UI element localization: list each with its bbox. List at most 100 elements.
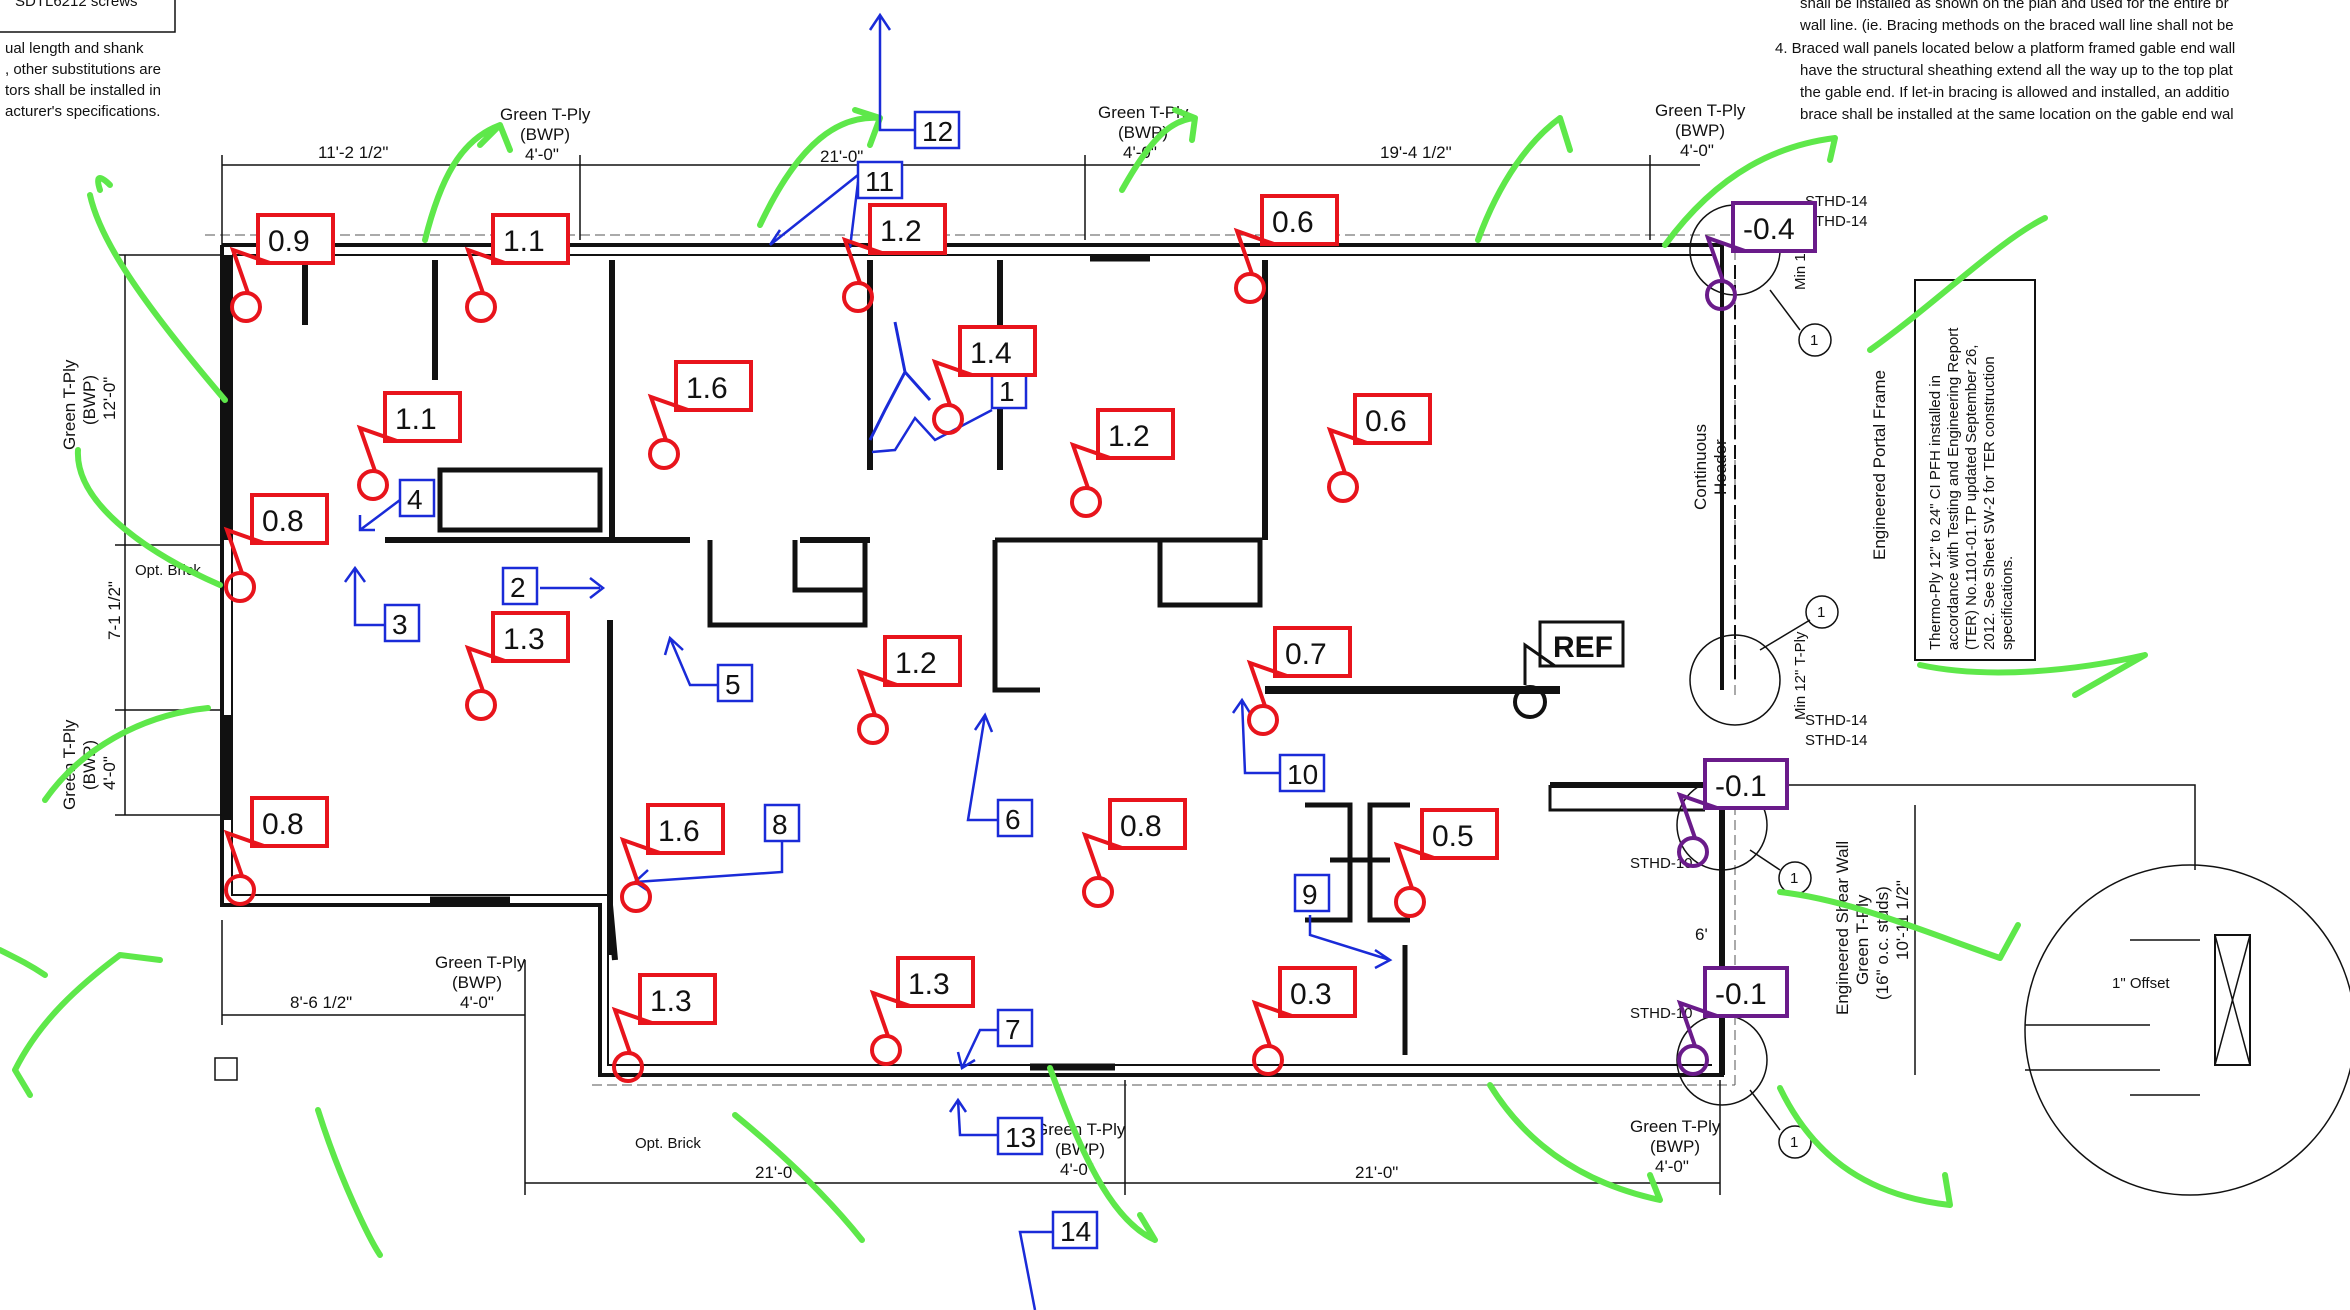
dim-top-mid: 21'-0" <box>820 147 863 166</box>
sthd10-label: STHD-10 <box>1630 1005 1693 1022</box>
thermo-line: specifications. <box>1999 556 2016 650</box>
red-value-tag: 1.2 <box>856 635 962 745</box>
ref-label: REF <box>1553 631 1613 664</box>
blue-number: 4 <box>407 484 423 515</box>
red-value-tag-value: 0.3 <box>1290 978 1332 1011</box>
note-line: 4. Braced wall panels located below a pl… <box>1775 40 2235 57</box>
purple-value-tag: -0.4 <box>1704 201 1817 311</box>
red-value-tag: 1.6 <box>647 360 753 470</box>
red-value-tag-value: 1.3 <box>908 968 950 1001</box>
blue-number: 8 <box>772 809 788 840</box>
dim-right-6: 6' <box>1695 925 1708 944</box>
ref-tag: REF <box>1513 620 1625 719</box>
notes-top-left: SDTL6212 screws ual length and shank , o… <box>0 0 176 120</box>
blue-number-box: 7 <box>956 1008 1034 1070</box>
green-stroke <box>1867 215 2048 353</box>
gtp-line: Green T-Ply <box>60 719 79 810</box>
blue-number: 7 <box>1005 1014 1021 1045</box>
detail-callout-labels: 1 1 1 1 1" Offset <box>1790 332 2170 1151</box>
gtp-line: 4'-0" <box>1655 1157 1689 1176</box>
green-stroke <box>1777 1085 1953 1208</box>
red-value-tag: 0.8 <box>1081 798 1187 908</box>
gtp-line: 4'-0" <box>460 993 494 1012</box>
gtp-left1: Green T-Ply (BWP) 12'-0" <box>60 359 119 450</box>
sthd10-label: STHD-10 <box>1630 855 1693 872</box>
blue-number: 12 <box>922 116 953 147</box>
gtp-line: (BWP) <box>520 125 570 144</box>
detail-callouts <box>1630 204 2350 1196</box>
gtp-line: (BWP) <box>1675 121 1725 140</box>
blue-squiggle <box>868 321 932 441</box>
dim-top-right: 19'-4 1/2" <box>1380 143 1452 162</box>
gtp-line: (BWP) <box>80 375 99 425</box>
gtp-top1: Green T-Ply (BWP) 4'-0" <box>500 105 591 164</box>
red-value-tag-value: 1.1 <box>503 225 545 258</box>
blue-number: 9 <box>1302 879 1318 910</box>
blue-number-box: 2 <box>501 566 606 606</box>
gtp-line: Green T-Ply <box>435 953 526 972</box>
red-value-tag: 1.3 <box>464 611 570 721</box>
sthd14-label: STHD-14 <box>1805 193 1868 210</box>
green-stroke <box>1917 652 2148 698</box>
shear-line: Engineered Shear Wall <box>1833 841 1852 1015</box>
gtp-bottom3: Green T-Ply (BWP) 4'-0" <box>1630 1117 1721 1176</box>
note-line: SDTL6212 screws <box>15 0 138 10</box>
red-value-tag-value: 0.6 <box>1365 405 1407 438</box>
offset-label: 1" Offset <box>2112 975 2170 992</box>
purple-value-tag-value: -0.1 <box>1715 978 1767 1011</box>
blue-number: 11 <box>865 166 894 197</box>
gtp-line: 4'-0" <box>1680 141 1714 160</box>
note-line: have the structural sheathing extend all… <box>1800 62 2234 79</box>
blue-number: 6 <box>1005 804 1021 835</box>
red-value-tag-value: 1.6 <box>686 372 728 405</box>
shear-line: (16" o.c. studs) <box>1873 886 1892 1000</box>
gtp-bottom2: Green T-Ply (BWP) 4'-0" <box>1035 1120 1126 1179</box>
gtp-top3: Green T-Ply (BWP) 4'-0" <box>1655 101 1746 160</box>
note-line: wall line. (ie. Bracing methods on the b… <box>1799 17 2234 34</box>
thermo-line: 2012. See Sheet SW-2 for TER constructio… <box>1981 356 1998 650</box>
red-value-tag: 0.8 <box>223 796 329 906</box>
red-value-tag-value: 1.4 <box>970 337 1012 370</box>
purple-value-tag: -0.1 <box>1676 758 1789 868</box>
red-value-tag-value: 1.6 <box>658 815 700 848</box>
gtp-line: Green T-Ply <box>1035 1120 1126 1139</box>
green-stroke <box>1119 107 1198 193</box>
gtp-line: 4'-0" <box>525 145 559 164</box>
note-line: shall be installed as shown on the plan … <box>1800 0 2229 12</box>
min12-label: Min 12" T-Ply <box>1792 631 1809 720</box>
red-value-tag-value: 1.3 <box>503 623 545 656</box>
blue-number: 3 <box>392 609 408 640</box>
green-stroke <box>42 705 211 803</box>
panel-labels: Green T-Ply (BWP) 4'-0" Green T-Ply (BWP… <box>60 101 1912 1179</box>
opt-brick-bottom: Opt. Brick <box>635 1135 701 1152</box>
note-line: tors shall be installed in <box>5 82 161 99</box>
red-value-tag: 0.7 <box>1246 626 1352 736</box>
blue-number-box: 6 <box>966 712 1034 838</box>
red-value-tag: 0.6 <box>1326 393 1432 503</box>
blue-number-box: 14 <box>1018 1210 1099 1310</box>
dim-bottom-mid: 21'-0" <box>755 1163 798 1182</box>
blue-number-box: 11 <box>768 160 904 249</box>
red-value-tag-value: 1.3 <box>650 985 692 1018</box>
green-stroke <box>1662 135 1838 248</box>
green-stroke <box>732 1112 865 1243</box>
blue-number-box: 3 <box>343 565 421 643</box>
green-stroke <box>74 447 223 588</box>
gtp-line: 4'-0" <box>100 756 119 790</box>
note-line: acturer's specifications. <box>5 103 160 120</box>
purple-value-tag: -0.1 <box>1676 966 1789 1076</box>
green-stroke <box>422 122 513 243</box>
red-value-tag: 1.6 <box>619 803 725 913</box>
red-value-tag: 1.1 <box>356 391 462 501</box>
green-stroke <box>1777 889 2021 961</box>
note-line: ual length and shank <box>5 40 144 57</box>
dim-bottom-left: 8'-6 1/2" <box>290 993 352 1012</box>
shear-line: Green T-Ply <box>1853 894 1872 985</box>
red-value-tag: 1.3 <box>611 973 717 1083</box>
green-stroke <box>315 1107 383 1258</box>
red-value-tag-value: 0.5 <box>1432 820 1474 853</box>
note-line: , other substitutions are <box>5 61 161 78</box>
red-value-tag-value: 0.8 <box>262 505 304 538</box>
